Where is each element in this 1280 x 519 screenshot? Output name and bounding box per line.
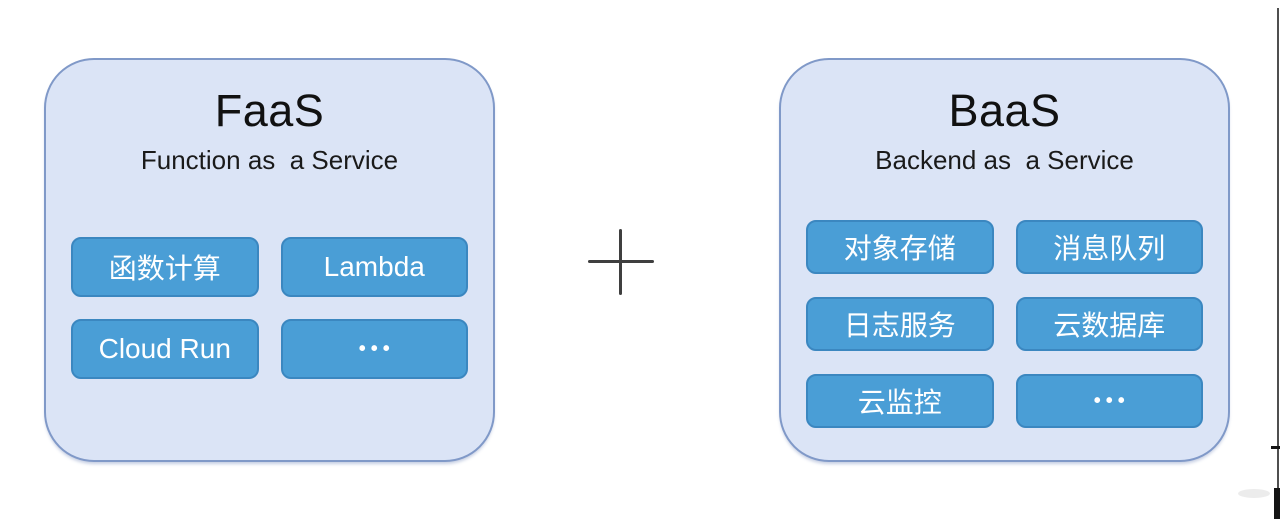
chip-log-service: 日志服务 xyxy=(806,297,994,351)
faas-services-grid: 函数计算 Lambda Cloud Run ••• xyxy=(46,237,493,379)
chip-cloud-database: 云数据库 xyxy=(1015,297,1203,351)
faas-panel: FaaS Function as a Service 函数计算 Lambda C… xyxy=(44,58,495,462)
chip-lambda: Lambda xyxy=(280,237,468,297)
chip-function-compute: 函数计算 xyxy=(71,237,259,297)
faas-subtitle: Function as a Service xyxy=(140,145,399,175)
right-edge-bar-artifact xyxy=(1274,488,1280,519)
baas-title: BaaS xyxy=(948,85,1061,136)
smudge-artifact xyxy=(1238,489,1270,498)
plus-icon xyxy=(588,229,654,295)
baas-panel: BaaS Backend as a Service 对象存储 消息队列 日志服务… xyxy=(779,58,1230,462)
baas-subtitle: Backend as a Service xyxy=(875,145,1134,175)
chip-more-faas: ••• xyxy=(280,319,468,379)
faas-title: FaaS xyxy=(214,85,325,136)
baas-services-grid: 对象存储 消息队列 日志服务 云数据库 云监控 ••• xyxy=(781,220,1228,428)
chip-message-queue: 消息队列 xyxy=(1015,220,1203,274)
right-edge-tick-artifact xyxy=(1271,446,1280,449)
chip-more-baas: ••• xyxy=(1015,374,1203,428)
plus-vertical-bar xyxy=(619,229,622,295)
right-edge-line-artifact xyxy=(1277,8,1279,519)
chip-object-storage: 对象存储 xyxy=(806,220,994,274)
chip-cloud-monitor: 云监控 xyxy=(806,374,994,428)
chip-cloud-run: Cloud Run xyxy=(71,319,259,379)
